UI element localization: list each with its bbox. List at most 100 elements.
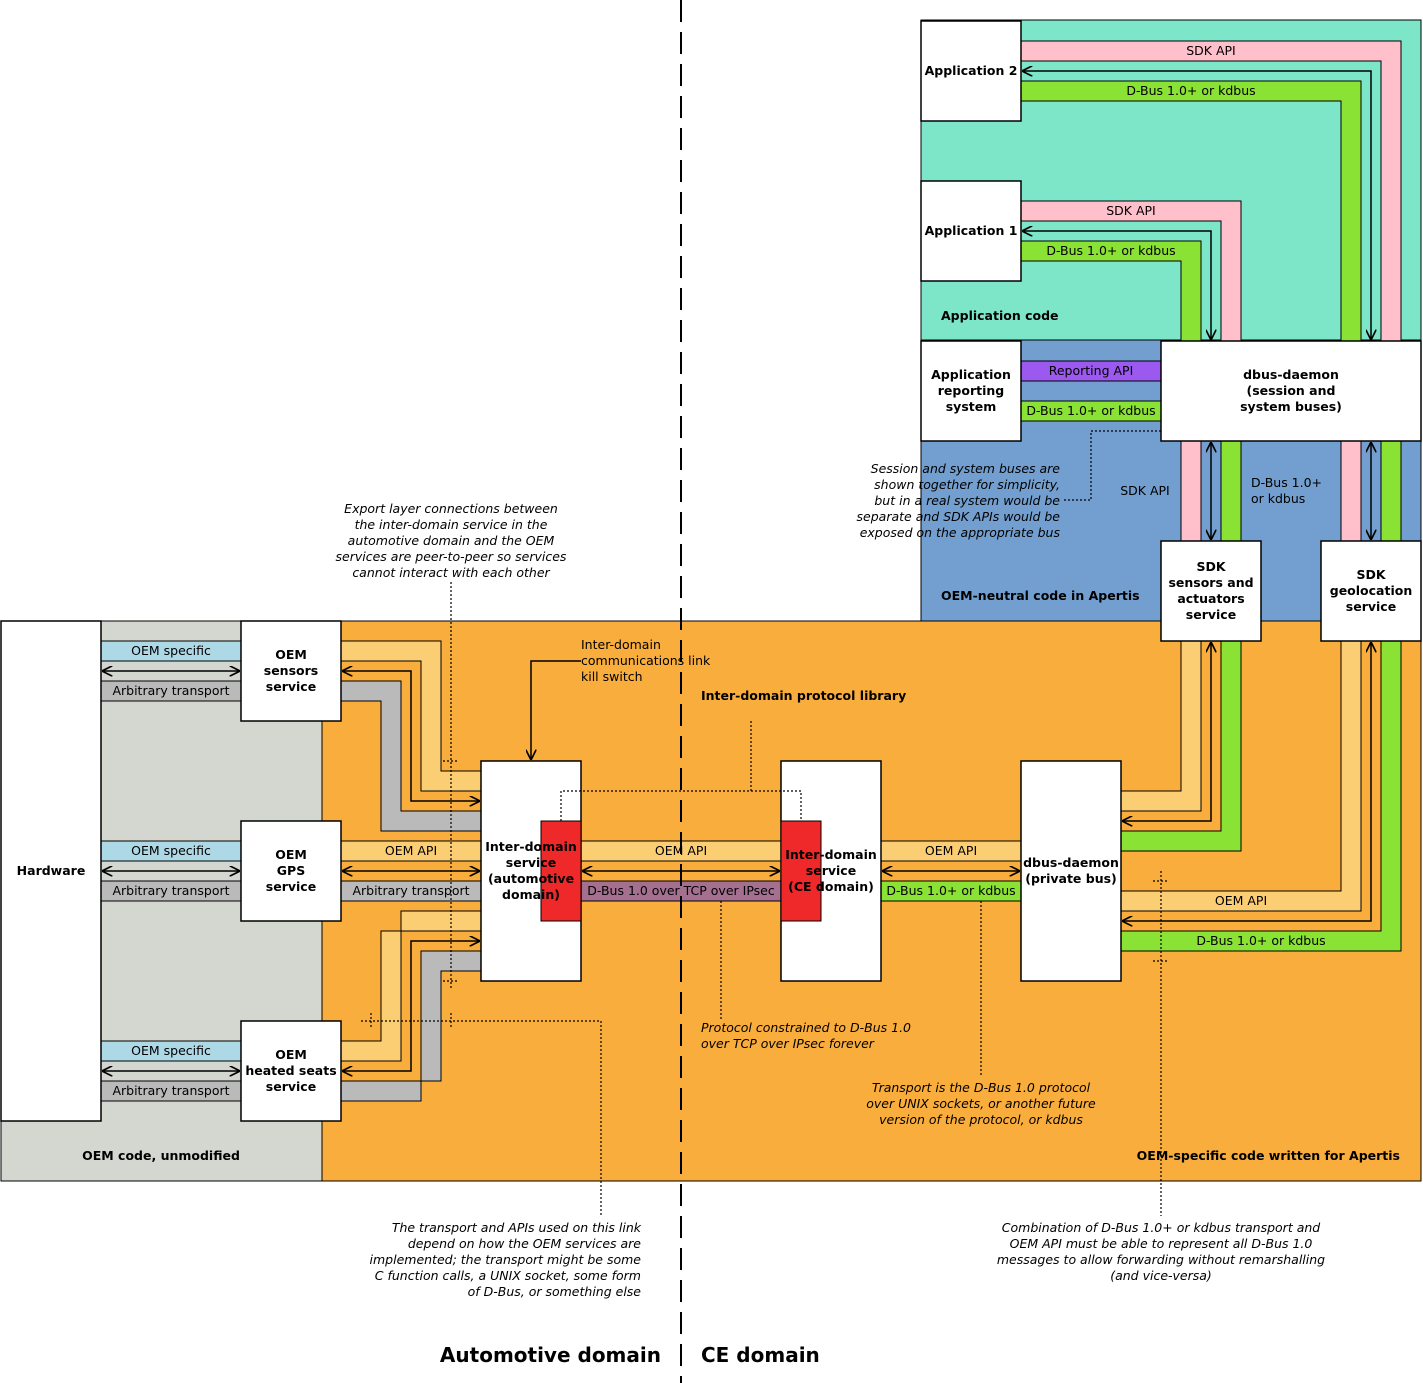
sdk-sensors-dbus-band: [1220, 440, 1242, 542]
oem-sensors-label-1: OEM: [275, 647, 307, 662]
sdk-sensors-service-box: [1160, 540, 1262, 642]
gps-oem-api-label: OEM API: [385, 843, 437, 858]
inter-ce-label-2: service: [806, 863, 856, 878]
oem-gps-label-2: GPS: [277, 863, 305, 878]
note-protocol-1: Protocol constrained to D-Bus 1.0: [701, 1020, 911, 1035]
heated-arbitrary-label: Arbitrary transport: [112, 1083, 229, 1098]
note-export-3: automotive domain and the OEM: [348, 533, 555, 548]
hardware-label: Hardware: [17, 863, 86, 878]
geo-oem-api-label: OEM API: [1215, 893, 1267, 908]
note-combination-4: (and vice-versa): [1110, 1268, 1212, 1283]
sdk-geo-label-2: geolocation: [1330, 583, 1412, 598]
inter-auto-label-3: (automotive: [488, 871, 574, 886]
ce-domain-label: CE domain: [701, 1343, 820, 1367]
dbus-session-label-2: (session and: [1247, 383, 1336, 398]
oem-sensors-service-box: [240, 620, 342, 722]
dbus-session-label-3: system buses): [1240, 399, 1342, 414]
note-session-4: separate and SDK APIs would be: [857, 509, 1061, 524]
dbus-daemon-session-box: [1160, 340, 1422, 442]
dbus-daemon-private-box: [1020, 760, 1122, 982]
dbus-private-label-1: dbus-daemon: [1023, 855, 1119, 870]
inter-auto-label-1: Inter-domain: [485, 839, 577, 854]
app1-sdk-api-label: SDK API: [1106, 203, 1156, 218]
note-session-3: but in a real system would be: [874, 493, 1060, 508]
app2-dbus-label: D-Bus 1.0+ or kdbus: [1126, 83, 1255, 98]
note-export-5: cannot interact with each other: [352, 565, 550, 580]
note-session-1: Session and system buses are: [871, 461, 1061, 476]
note-transport-apis-3: implemented; the transport might be some: [370, 1252, 642, 1267]
reporting-dbus-label: D-Bus 1.0+ or kdbus: [1026, 403, 1155, 418]
sdk-api-vertical-label: SDK API: [1120, 483, 1170, 498]
reporting-label-1: Application: [931, 367, 1011, 382]
note-combination-1: Combination of D-Bus 1.0+ or kdbus trans…: [1002, 1220, 1321, 1235]
sdk-geo-label-3: service: [1346, 599, 1396, 614]
note-transport-dbus-1: Transport is the D-Bus 1.0 protocol: [872, 1080, 1091, 1095]
automotive-domain-label: Automotive domain: [440, 1343, 661, 1367]
app1-dbus-label: D-Bus 1.0+ or kdbus: [1046, 243, 1175, 258]
app1-label: Application 1: [925, 223, 1018, 238]
application-1-box: [920, 180, 1022, 282]
inter-auto-label-4: domain): [502, 887, 560, 902]
kill-switch-ce: [780, 820, 822, 922]
gps-arbitrary-transport-label: Arbitrary transport: [352, 883, 469, 898]
ce-oem-api-label: OEM API: [925, 843, 977, 858]
reporting-label-2: reporting: [938, 383, 1004, 398]
note-combination-2: OEM API must be able to represent all D-…: [1010, 1236, 1313, 1251]
dbus-vertical-label-2: or kdbus: [1251, 491, 1305, 506]
oem-heated-label-2: heated seats: [245, 1063, 336, 1078]
inter-ce-label-3: (CE domain): [788, 879, 874, 894]
gps-arbitrary-label: Arbitrary transport: [112, 883, 229, 898]
note-session-2: shown together for simplicity,: [874, 477, 1060, 492]
oem-heated-seats-service-box: [240, 1020, 342, 1122]
note-combination-3: messages to allow forwarding without rem…: [997, 1252, 1325, 1267]
kill-switch-label-2: communications link: [581, 653, 711, 668]
oem-specific-region-label: OEM-specific code written for Apertis: [1137, 1148, 1400, 1163]
oem-sensors-label-2: sensors: [264, 663, 318, 678]
inter-domain-protocol-library-label: Inter-domain protocol library: [701, 688, 906, 703]
sensors-arbitrary-label: Arbitrary transport: [112, 683, 229, 698]
sdk-geo-dbus-band: [1380, 440, 1402, 542]
sdk-geo-label-1: SDK: [1356, 567, 1386, 582]
dbus-tcp-label: D-Bus 1.0 over TCP over IPsec: [587, 883, 775, 898]
note-transport-dbus-2: over UNIX sockets, or another future: [866, 1096, 1096, 1111]
oem-neutral-region-label: OEM-neutral code in Apertis: [941, 588, 1140, 603]
oem-heated-label-3: service: [266, 1079, 316, 1094]
note-transport-apis-5: of D-Bus, or something else: [468, 1284, 642, 1299]
sdk-geolocation-service-box: [1320, 540, 1422, 642]
dbus-vertical-label-1: D-Bus 1.0+: [1251, 475, 1322, 490]
application-2-box: [920, 20, 1022, 122]
sdk-sensors-label-2: sensors and: [1168, 575, 1253, 590]
note-transport-apis-1: The transport and APIs used on this link: [392, 1220, 642, 1235]
reporting-system-box: [920, 340, 1022, 442]
oem-gps-label-1: OEM: [275, 847, 307, 862]
hardware-box: [0, 620, 102, 1122]
note-export-2: the inter-domain service in the: [355, 517, 548, 532]
kill-switch-label-1: Inter-domain: [581, 637, 661, 652]
note-transport-dbus-3: version of the protocol, or kdbus: [879, 1112, 1083, 1127]
oem-gps-service-box: [240, 820, 342, 922]
oem-sensors-label-3: service: [266, 679, 316, 694]
oem-heated-label-1: OEM: [275, 1047, 307, 1062]
dbus-session-label-1: dbus-daemon: [1243, 367, 1339, 382]
dbus-private-label-2: (private bus): [1025, 871, 1117, 886]
note-transport-apis-4: C function calls, a UNIX socket, some fo…: [375, 1268, 641, 1283]
note-transport-apis-2: depend on how the OEM services are: [408, 1236, 641, 1251]
oem-unmodified-region-label: OEM code, unmodified: [82, 1148, 240, 1163]
reporting-label-3: system: [946, 399, 997, 414]
app2-sdk-api-label: SDK API: [1186, 43, 1236, 58]
note-session-5: exposed on the appropriate bus: [860, 525, 1061, 540]
sensors-oem-specific-label: OEM specific: [131, 643, 211, 658]
sdk-sensors-label-1: SDK: [1196, 559, 1226, 574]
note-export-4: services are peer-to-peer so services: [336, 549, 567, 564]
mid-oem-api-label: OEM API: [655, 843, 707, 858]
note-protocol-2: over TCP over IPsec forever: [701, 1036, 875, 1051]
app-code-region-label: Application code: [941, 308, 1059, 323]
inter-ce-label-1: Inter-domain: [785, 847, 877, 862]
kill-switch-label-3: kill switch: [581, 669, 643, 684]
geo-dbus-label: D-Bus 1.0+ or kdbus: [1196, 933, 1325, 948]
inter-auto-label-2: service: [506, 855, 556, 870]
ce-dbus-label: D-Bus 1.0+ or kdbus: [886, 883, 1015, 898]
sdk-sensors-label-4: service: [1186, 607, 1236, 622]
heated-oem-specific-label: OEM specific: [131, 1043, 211, 1058]
